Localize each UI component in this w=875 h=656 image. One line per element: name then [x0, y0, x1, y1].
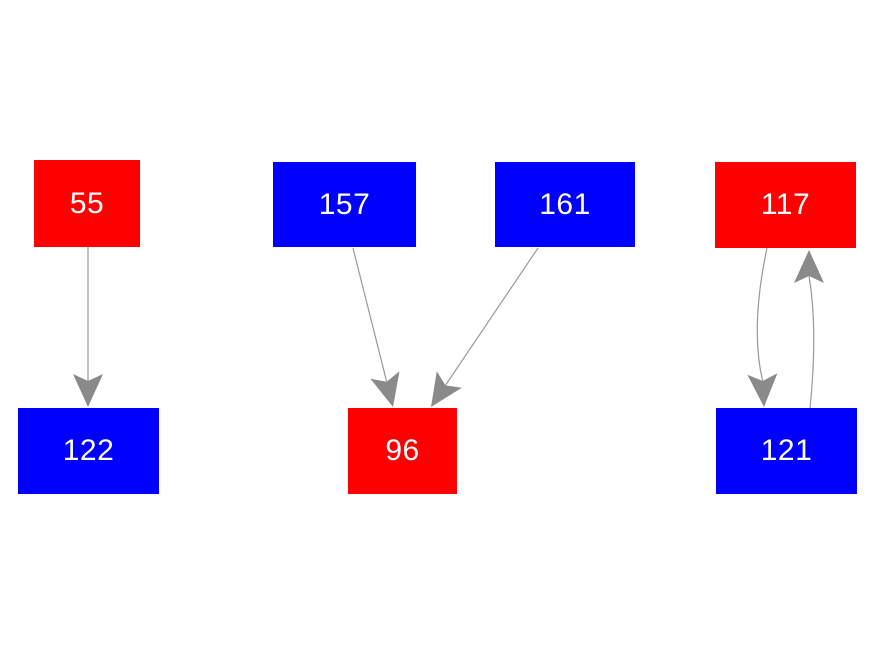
edge-55-122-arrowhead	[73, 374, 103, 407]
node-117-label: 117	[760, 188, 811, 221]
node-122-label: 122	[62, 434, 115, 467]
node-157-label: 157	[318, 187, 371, 221]
node-55: 55	[34, 160, 140, 247]
node-122: 122	[18, 408, 159, 494]
edge-161-96-line	[444, 247, 539, 386]
edge-121-117-arrowhead	[794, 250, 824, 283]
edge-121-117-line	[808, 275, 815, 409]
edge-117-121-line	[756, 247, 768, 382]
node-117: 117	[715, 162, 856, 248]
edge-157-96-line	[352, 247, 388, 382]
node-157: 157	[273, 162, 416, 247]
edge-117-121-arrowhead	[747, 373, 778, 407]
node-121: 121	[716, 408, 857, 494]
node-161-label: 161	[539, 187, 591, 221]
edge-157-96-arrowhead	[370, 371, 400, 407]
node-161: 161	[495, 162, 635, 247]
node-96: 96	[348, 408, 457, 494]
edge-161-96-arrowhead	[431, 371, 462, 407]
node-55-label: 55	[69, 186, 105, 220]
node-121-label: 121	[760, 434, 813, 467]
node-96-label: 96	[385, 434, 420, 467]
